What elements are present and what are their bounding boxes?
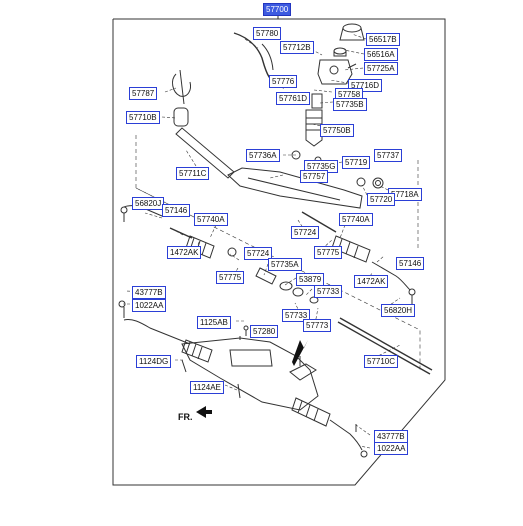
- part-label-57146-right: 57146: [396, 257, 425, 270]
- part-label-56517b: 56517B: [366, 33, 400, 46]
- part-label-57735b: 57735B: [333, 98, 367, 111]
- part-label-1022aa-bottom: 1022AA: [374, 442, 409, 455]
- part-label-1124dg: 1124DG: [136, 355, 172, 368]
- part-label-57735a: 57735A: [268, 258, 302, 271]
- part-label-1022aa-top: 1022AA: [132, 299, 167, 312]
- part-label-57740a-left: 57740A: [194, 213, 228, 226]
- part-label-57750b: 57750B: [320, 124, 354, 137]
- part-label-57740a-right: 57740A: [339, 213, 373, 226]
- frame-outline: [112, 18, 446, 486]
- part-label-57711c: 57711C: [176, 167, 210, 180]
- part-label-57776: 57776: [269, 75, 298, 88]
- front-arrow-icon: [196, 406, 212, 418]
- part-label-57787: 57787: [129, 87, 158, 100]
- part-label-56516a: 56516A: [364, 48, 398, 61]
- part-label-57280: 57280: [250, 325, 279, 338]
- part-label-57733-lower: 57733: [282, 309, 311, 322]
- part-label-57710c: 57710C: [364, 355, 399, 368]
- part-label-1124ae: 1124AE: [190, 381, 224, 394]
- part-label-57724-lower: 57724: [244, 247, 273, 260]
- part-label-57773: 57773: [303, 319, 332, 332]
- part-label-57736a: 57736A: [246, 149, 280, 162]
- part-label-57761d: 57761D: [276, 92, 311, 105]
- part-label-57775-left: 57775: [216, 271, 245, 284]
- part-label-1472ak-right: 1472AK: [354, 275, 389, 288]
- part-label-57737: 57737: [374, 149, 403, 162]
- part-label-57712b: 57712B: [280, 41, 314, 54]
- part-label-57710b: 57710B: [126, 111, 160, 124]
- part-label-57757: 57757: [300, 170, 329, 183]
- front-direction-label: FR.: [178, 412, 193, 422]
- part-label-57724-upper: 57724: [291, 226, 320, 239]
- part-label-57720: 57720: [367, 193, 396, 206]
- part-label-56820h: 56820H: [381, 304, 416, 317]
- pinion-arrow: [292, 340, 308, 366]
- part-label-57146-left: 57146: [162, 204, 191, 217]
- part-label-1472ak-left: 1472AK: [167, 246, 202, 259]
- part-label-1125ab: 1125AB: [197, 316, 231, 329]
- part-label-57719: 57719: [342, 156, 371, 169]
- part-label-57725a: 57725A: [364, 62, 398, 75]
- part-label-53879: 53879: [296, 273, 325, 286]
- part-label-56820j: 56820J: [132, 197, 165, 210]
- part-label-57775-right: 57775: [314, 246, 343, 259]
- part-label-57733-upper: 57733: [314, 285, 343, 298]
- part-label-43777b-top: 43777B: [132, 286, 166, 299]
- part-label-57700: 57700: [263, 3, 292, 16]
- part-label-57780: 57780: [253, 27, 282, 40]
